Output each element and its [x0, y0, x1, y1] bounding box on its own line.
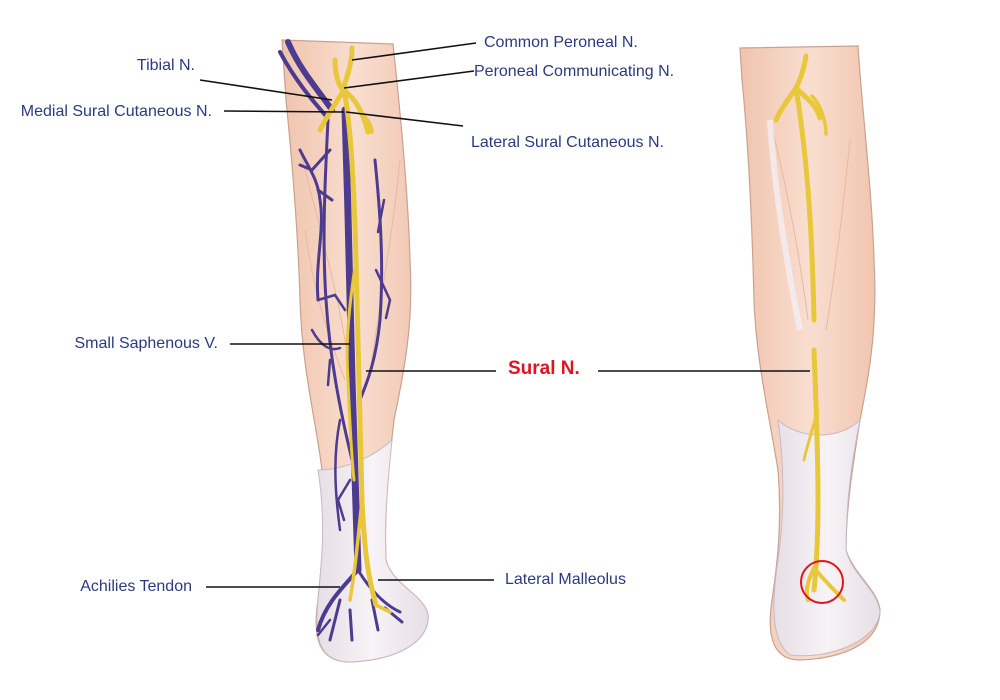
leader-peroneal-communicating [343, 70, 475, 89]
label-common-peroneal-nerve: Common Peroneal N. [484, 34, 638, 51]
label-achilles-tendon: Achilies Tendon [80, 578, 192, 595]
left-nerves [317, 45, 392, 614]
label-tibial-nerve: Tibial N. [136, 57, 195, 74]
leader-tibial [199, 79, 333, 101]
leader-lateral-sural [345, 111, 464, 127]
left-achilles-tendon-shape [316, 438, 429, 663]
label-medial-sural-cutaneous-nerve: Medial Sural Cutaneous N. [20, 103, 212, 120]
right-achilles-tendon-shape [773, 418, 881, 657]
label-lateral-malleolus: Lateral Malleolus [505, 571, 626, 588]
leader-medial-sural [223, 110, 345, 113]
label-peroneal-communicating-nerve: Peroneal Communicating N. [474, 63, 675, 80]
right-nerves [773, 53, 846, 602]
label-small-saphenous-vein: Small Saphenous V. [74, 335, 218, 352]
common-peroneal-nerve [341, 45, 355, 89]
left-leg [278, 39, 429, 663]
right-leg [739, 45, 881, 661]
leader-lines [199, 42, 810, 588]
label-sural-nerve: Sural N. [508, 358, 580, 379]
leader-common-peroneal [351, 42, 477, 61]
label-lateral-sural-cutaneous-nerve: Lateral Sural Cutaneous N. [471, 134, 664, 151]
lateral-malleolus-highlight-circle [800, 560, 844, 604]
small-saphenous-vein [278, 39, 404, 642]
